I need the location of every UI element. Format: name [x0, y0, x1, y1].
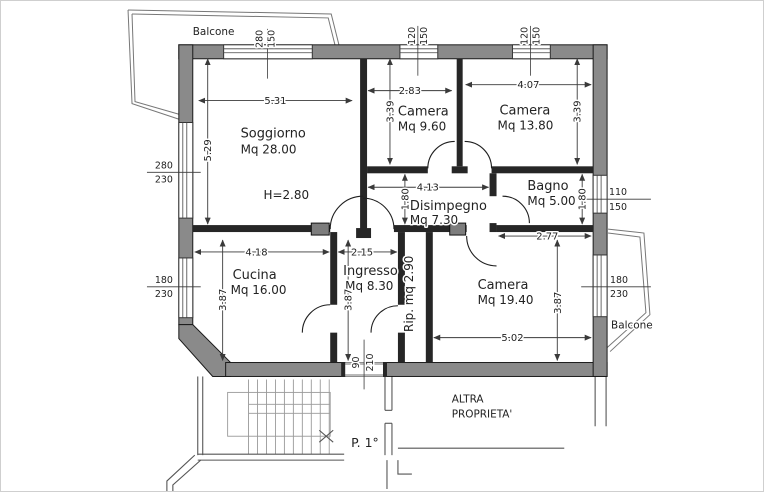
dim-cucina-width: 4.18: [245, 247, 267, 258]
windows: [178, 44, 608, 377]
opening-leader-lines: [146, 25, 651, 390]
room-area-disimpegno: Mq 7.30: [410, 213, 458, 227]
dim-camera1-height: 3.39: [385, 100, 396, 122]
other-property-line1: ALTRA: [452, 393, 485, 405]
room-area-bagno: Mq 5.00: [527, 194, 575, 208]
interior-walls: [192, 58, 594, 363]
room-area-camera-est: Mq 13.80: [498, 118, 554, 132]
window-cucina-left: [178, 257, 194, 319]
window-size-bagno-right-h: 150: [609, 202, 627, 213]
window-size-camera1-top-h: 150: [419, 27, 430, 45]
window-size-camera3-right-h: 230: [610, 289, 628, 300]
window-camera2-top: [511, 44, 551, 60]
entry-door-size-h: 210: [365, 354, 376, 372]
window-size-bagno-right-w: 110: [609, 187, 627, 198]
plan-texts: Balcone Balcone Soggiorno Mq 28.00 H=2.8…: [153, 24, 654, 451]
window-size-soggiorno-top-w: 280: [254, 30, 265, 48]
window-size-soggiorno-top-h: 150: [266, 30, 277, 48]
window-size-camera3-right-w: 180: [610, 275, 628, 286]
dimension-lines: [194, 58, 592, 362]
dim-bagno-width: 2.77: [536, 232, 558, 243]
exterior-walls: [178, 44, 608, 377]
window-size-camera2-top-w: 120: [519, 27, 530, 45]
balcony-top-label: Balcone: [193, 26, 235, 38]
room-area-ingresso: Mq 8.30: [345, 279, 393, 293]
other-property-line2: PROPRIETA': [452, 408, 513, 420]
rip-label: Rip. mq 2.90: [402, 256, 416, 332]
room-name-camera-est: Camera: [500, 104, 551, 119]
window-size-cucina-left-w: 180: [155, 275, 173, 286]
window-soggiorno-left: [178, 122, 194, 219]
dim-soggiorno-width: 5.31: [264, 96, 286, 107]
window-size-soggiorno-left-h: 230: [155, 174, 173, 185]
room-name-ingresso: Ingresso: [343, 264, 398, 279]
stair-direction-mark: [318, 429, 334, 443]
room-name-soggiorno: Soggiorno: [241, 126, 306, 141]
dim-disimpegno-width: 4.13: [417, 183, 439, 194]
window-bagno-right: [592, 174, 608, 214]
window-size-camera2-top-h: 150: [531, 27, 542, 45]
dim-camera1-width: 2.83: [399, 86, 421, 97]
door-arcs: [301, 140, 530, 333]
balcony-top-outline: [127, 9, 341, 120]
dim-ingresso-height: 3.87: [344, 289, 355, 311]
balcony-right-label: Balcone: [611, 320, 653, 332]
room-area-soggiorno: Mq 28.00: [241, 142, 297, 156]
window-size-soggiorno-left-w: 280: [155, 160, 173, 171]
balcony-right-outline: [606, 228, 651, 352]
ceiling-height-label: H=2.80: [263, 188, 309, 202]
room-area-cucina: Mq 16.00: [231, 283, 287, 297]
dim-soggiorno-height: 5.29: [203, 139, 214, 161]
window-camera1-top: [399, 44, 439, 60]
dim-bagno-height: 1.80: [578, 188, 589, 210]
staircase: [166, 376, 607, 491]
room-name-camera-nord: Camera: [398, 105, 449, 120]
window-soggiorno-top: [223, 44, 313, 60]
dim-ingresso-width: 2.15: [351, 247, 373, 258]
room-name-cucina: Cucina: [233, 268, 277, 283]
room-name-bagno: Bagno: [527, 179, 568, 194]
floor-label: P. 1°: [351, 435, 379, 450]
window-camera3-right: [592, 254, 608, 318]
room-name-disimpegno: Disimpegno: [410, 199, 487, 214]
entry-door-size-w: 90: [351, 357, 362, 369]
window-size-cucina-left-h: 230: [155, 289, 173, 300]
dim-disimpegno-height: 1.80: [400, 188, 411, 210]
dim-cucina-height: 3.87: [218, 289, 229, 311]
room-area-camera-nord: Mq 9.60: [398, 119, 446, 133]
dim-camera2-width: 4.07: [517, 80, 539, 91]
room-area-camera-sud: Mq 19.40: [478, 293, 534, 307]
dim-camera3-height: 3.87: [553, 292, 564, 314]
dim-camera3-width: 5.02: [501, 333, 523, 344]
room-name-camera-sud: Camera: [478, 278, 529, 293]
dim-camera2-height: 3.39: [573, 100, 584, 122]
window-size-camera1-top-w: 120: [407, 27, 418, 45]
